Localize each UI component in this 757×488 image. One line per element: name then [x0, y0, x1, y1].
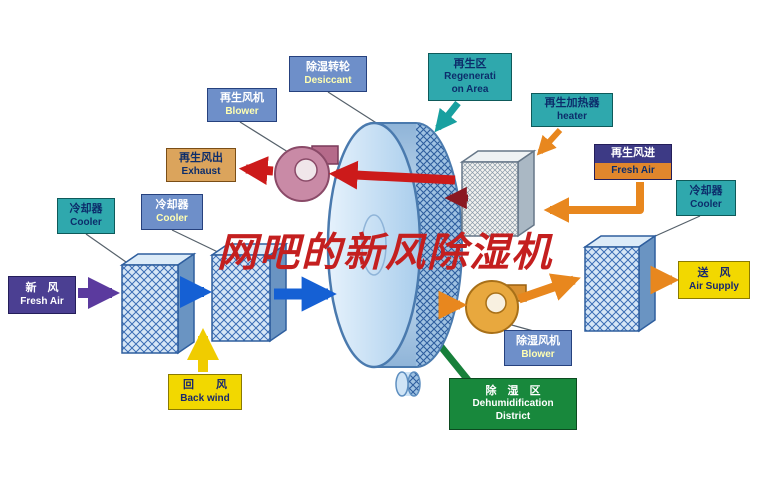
label-exhaust: 再生风出 Exhaust [166, 148, 236, 182]
regen-blower-fan [274, 145, 339, 202]
label-regeneration-area: 再生区 Regenerati on Area [428, 53, 512, 101]
cooler-box-mid [209, 242, 289, 343]
label-cooler-left: 冷却器 Cooler [57, 198, 115, 234]
label-air-supply: 送 风 Air Supply [678, 261, 750, 299]
regen-air-arrow [328, 160, 456, 190]
blower-to-cooler-arrow [517, 273, 581, 304]
label-dehumid-district: 除 湿 区 Dehumidification District [449, 378, 577, 430]
airflow-arrows [78, 100, 680, 372]
label-back-wind: 回 风 Back wind [168, 374, 242, 410]
label-regen-heater: 再生加热器 heater [531, 93, 613, 127]
diagram-title: 网吧的新风除湿机 [217, 229, 553, 276]
cooler-box-right [582, 234, 658, 333]
regen-area-arrow [434, 100, 461, 133]
dehumid-blower-fan [465, 280, 527, 334]
label-cooler-mid: 冷却器 Cooler [141, 194, 203, 230]
label-cooler-right: 冷却器 Cooler [676, 180, 736, 216]
regen-fresh-air-path [543, 182, 644, 223]
regen-heater-box [459, 149, 537, 238]
label-desiccant-wheel: 除湿转轮 Desiccant [289, 56, 367, 92]
label-regen-fresh-air: 再生风进 Fresh Air [594, 144, 672, 180]
wheel-segment [395, 371, 421, 397]
label-dehumid-blower: 除湿风机 Blower [504, 330, 572, 366]
label-fresh-air: 新 风 Fresh Air [8, 276, 76, 314]
label-regen-blower: 再生风机 Blower [207, 88, 277, 122]
heater-arrow [536, 127, 563, 156]
exhaust-arrow [238, 156, 274, 185]
